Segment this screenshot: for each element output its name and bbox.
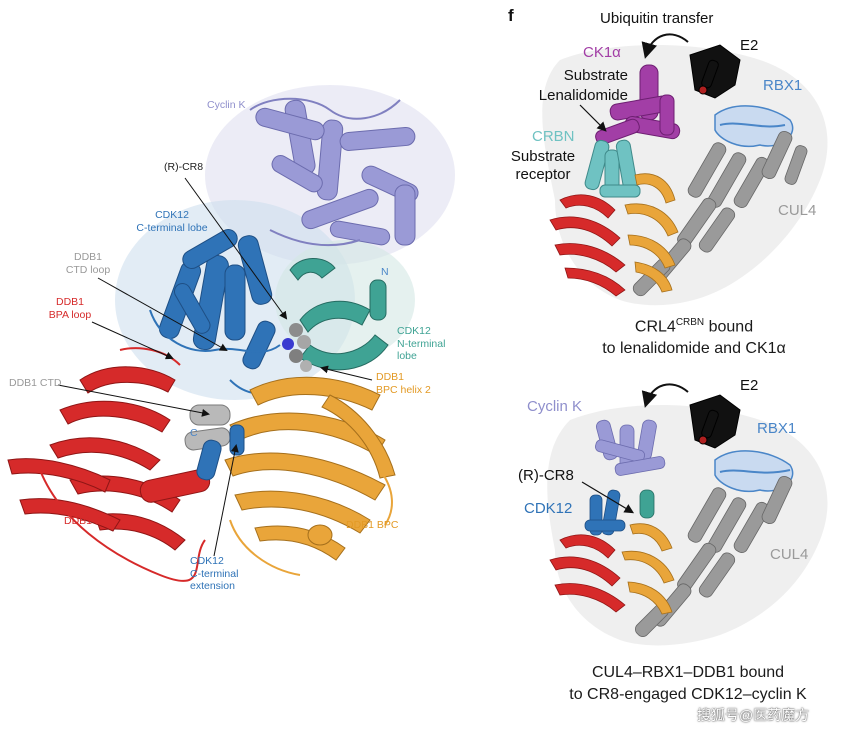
ddb1-bpc xyxy=(224,376,396,561)
e2-bottom xyxy=(689,394,741,449)
caption-line: to lenalidomide and CK1α xyxy=(602,339,786,357)
label-ddb1-bpa-loop: DDB1 BPA loop xyxy=(40,296,100,321)
label-ddb1-bpc-helix2: DDB1 BPC helix 2 xyxy=(376,371,431,396)
label-line: CTD loop xyxy=(65,263,111,276)
label-substrate-receptor: Substrate receptor xyxy=(498,148,588,184)
label-line: C-terminal xyxy=(190,567,239,580)
label-ddb1-bpa: DDB1 BPA xyxy=(64,515,116,527)
label-line: CDK12 xyxy=(155,209,189,221)
ddb1-bpa-bottom xyxy=(549,534,626,613)
label-line: BPC helix 2 xyxy=(376,383,431,396)
label-cul4-bottom: CUL4 xyxy=(770,546,809,563)
cdk12-bottom xyxy=(584,489,626,536)
label-crbn: CRBN xyxy=(532,128,575,145)
ddb1-bpc-bottom xyxy=(621,523,675,615)
label-cdk12-c-extension: CDK12 C-terminal extension xyxy=(190,555,238,593)
caption-crl4: CRL4 xyxy=(634,318,676,336)
label-e2-bottom: E2 xyxy=(740,377,759,394)
caption-top: CRL4CRBN bound to lenalidomide and CK1α xyxy=(560,316,828,360)
label-line: DDB1 xyxy=(73,251,102,263)
label-line: DDB1 xyxy=(55,296,84,308)
label-lenalidomide: Lenalidomide xyxy=(538,87,628,104)
top-right-structure xyxy=(542,33,828,306)
panel-letter: f xyxy=(508,6,514,25)
label-line: BPA loop xyxy=(48,308,92,321)
label-line: CDK12 xyxy=(190,555,224,567)
caption-line: to CR8-engaged CDK12–cyclin K xyxy=(569,685,807,703)
label-line: DDB1 xyxy=(376,371,405,383)
cr8-ligand-spheres xyxy=(282,323,312,372)
bottom-right-structure xyxy=(547,383,828,646)
label-cyclin-k-bottom: Cyclin K xyxy=(527,398,583,415)
label-line: N-terminal xyxy=(397,337,446,350)
caption-line: CUL4–RBX1–DDB1 bound xyxy=(591,664,785,681)
label-ubiquitin-transfer: Ubiquitin transfer xyxy=(600,10,714,27)
label-line: receptor xyxy=(515,166,571,183)
cdk12-c-ext xyxy=(196,424,245,481)
label-e2-top: E2 xyxy=(740,37,759,54)
label-line: CDK12 xyxy=(397,325,431,337)
crbn xyxy=(584,139,641,198)
caption-bottom: CUL4–RBX1–DDB1 bound to CR8-engaged CDK1… xyxy=(548,662,828,705)
left-structure xyxy=(7,85,455,582)
ddb1-bpc-top xyxy=(624,173,679,293)
e2-top xyxy=(689,44,741,99)
label-cul4-top: CUL4 xyxy=(778,202,817,219)
label-n-terminus: N xyxy=(381,266,389,278)
label-ddb1-ctd-loop: DDB1 CTD loop xyxy=(58,251,118,276)
caption-bound: bound xyxy=(704,318,754,336)
label-c-terminus: C xyxy=(190,427,198,439)
label-ck1a: CK1α xyxy=(583,44,621,61)
ddb1-bpa-top xyxy=(549,194,626,297)
label-line: lobe xyxy=(397,350,417,363)
caption-line: CRL4CRBN bound xyxy=(560,316,828,338)
cdk12-c-lobe-helices xyxy=(158,229,276,370)
label-rbx1-bottom: RBX1 xyxy=(757,420,797,437)
label-rbx1-top: RBX1 xyxy=(763,77,803,94)
cyclin-k-bottom xyxy=(595,419,666,476)
cul4-bottom xyxy=(634,475,793,638)
label-r-cr8: (R)-CR8 xyxy=(164,161,204,173)
label-ddb1-ctd: DDB1 CTD xyxy=(9,377,62,389)
label-cdk12-bottom: CDK12 xyxy=(524,500,573,517)
caption-crbn-superscript: CRBN xyxy=(675,317,705,328)
ddb1-bpa xyxy=(7,366,211,551)
watermark: 搜狐号@医药魔方 xyxy=(697,707,810,723)
label-line: Substrate xyxy=(510,148,576,165)
label-r-cr8-bottom: (R)-CR8 xyxy=(518,467,574,484)
label-line: extension xyxy=(190,580,235,593)
label-ddb1-bpc: DDB1 BPC xyxy=(346,519,399,531)
label-cdk12-c-lobe: CDK12 C-terminal lobe xyxy=(128,209,216,234)
label-substrate: Substrate xyxy=(563,67,628,84)
label-cyclin-k: Cyclin K xyxy=(207,99,246,111)
cyclin-k-helices xyxy=(255,99,419,246)
ck1a xyxy=(595,64,681,145)
label-cdk12-n-lobe: CDK12 N-terminal lobe xyxy=(397,325,445,363)
label-line: C-terminal lobe xyxy=(136,221,208,234)
